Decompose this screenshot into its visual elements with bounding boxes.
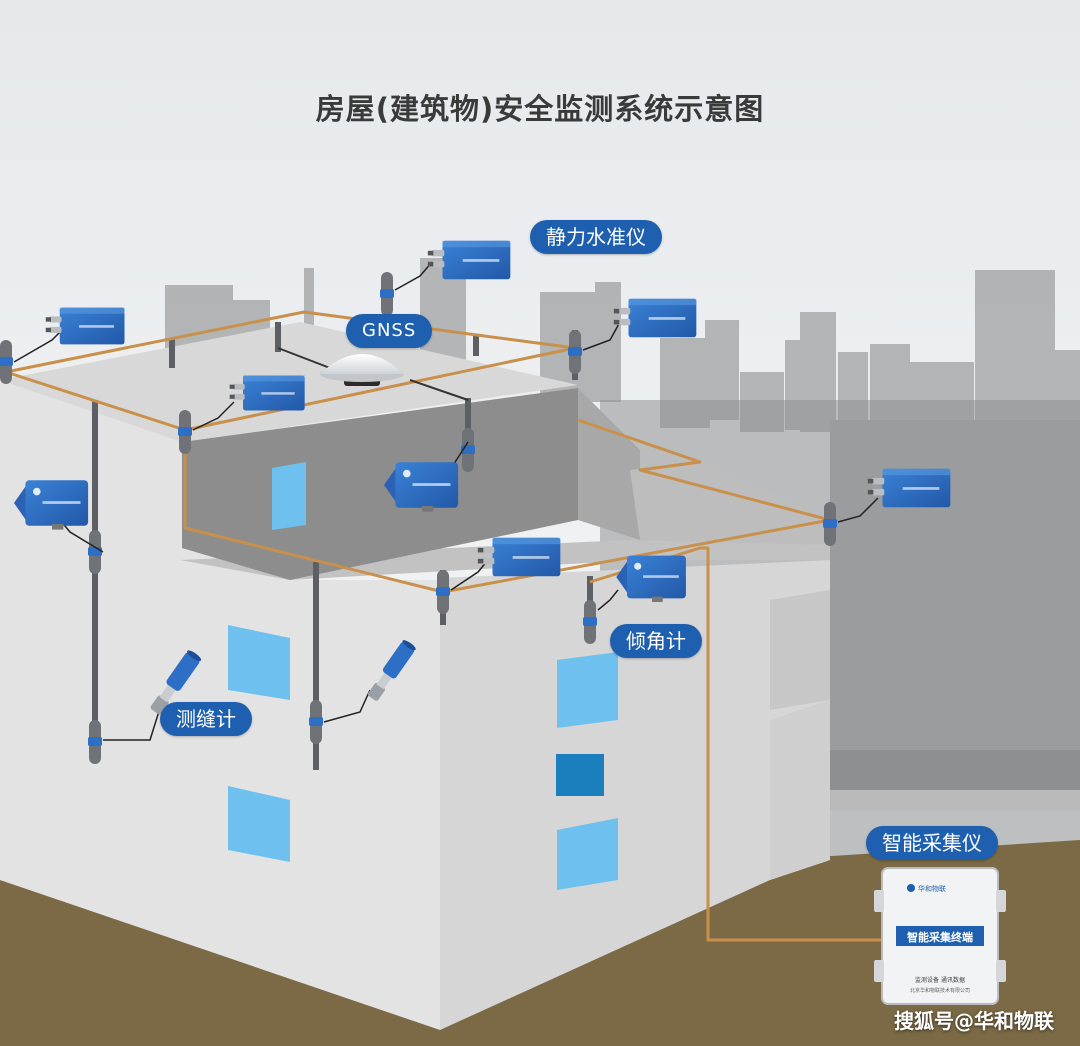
label-collector: 智能采集仪 [866,826,998,860]
collector-line2: 北京华和物联技术有限公司 [910,987,970,994]
page-title: 房屋(建筑物)安全监测系统示意图 [315,92,765,126]
gnss-antenna [320,354,404,386]
label-crack-meter: 测缝计 [160,702,252,736]
label-tilt-meter: 倾角计 [610,624,702,658]
label-level-gauge: 静力水准仪 [530,220,662,254]
label-gnss: GNSS [346,314,433,348]
cable-network [5,310,892,942]
collector-line1: 监测设备 通讯数据 [915,976,965,984]
collector-panel-text: 智能采集终端 [907,930,973,944]
collector-brand: 华和物联 [918,884,946,893]
watermark: 搜狐号@华和物联 [894,1009,1054,1033]
collector-box: 华和物联 智能采集终端 监测设备 通讯数据 北京华和物联技术有限公司 [874,867,1006,1005]
